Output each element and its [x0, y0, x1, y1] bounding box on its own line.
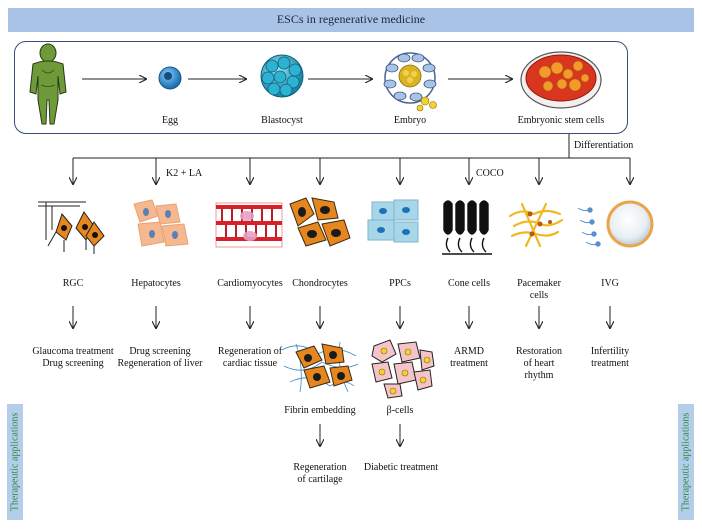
outcome-cartilage-line-2: of cartilage [297, 474, 343, 485]
ivg-icon [577, 200, 654, 248]
stage-label-blastocyst: Blastocyst [261, 115, 303, 126]
outcome-diabetic: Diabetic treatment [363, 462, 439, 473]
human-figure-icon [29, 43, 67, 125]
application-ivg: Infertility treatment [580, 346, 640, 370]
differentiation-label: Differentiation [574, 140, 634, 151]
cardiomyocyte-icon [215, 202, 283, 248]
factor-label-coco: COCO [476, 168, 504, 179]
application-arrows [73, 306, 610, 328]
application-chondrocytes: Fibrin embedding [284, 405, 356, 416]
cell-type-hepatocytes: Hepatocytes [131, 278, 181, 289]
application-cardiomyocytes-line-1: Regeneration of [217, 346, 283, 357]
application-rgc-line-1: Glaucoma treatment [32, 346, 114, 357]
left-side-bar: Therapeutic applications [7, 404, 23, 520]
application-rgc-line-2: Drug screening [42, 358, 104, 369]
outcome-cartilage-line-1: Regeneration [293, 462, 347, 473]
cone-cell-icon [442, 200, 492, 255]
figure-title: ESCs in regenerative medicine [276, 12, 426, 26]
cell-type-ivg: IVG [601, 278, 619, 289]
outcome-cartilage: Regeneration of cartilage [284, 462, 356, 486]
header-bar: ESCs in regenerative medicine [8, 8, 694, 32]
esc-dish-icon [520, 51, 602, 109]
application-pacemaker-line-2: of heart [523, 358, 555, 369]
cell-type-rgc: RGC [62, 278, 84, 289]
pacemaker-cell-icon [508, 202, 564, 248]
application-hepatocytes-line-1: Drug screening [129, 346, 191, 357]
stage-label-esc: Embryonic stem cells [517, 115, 605, 126]
factor-label-k2la: K2 + LA [166, 168, 203, 179]
cell-type-cone-cells: Cone cells [448, 278, 490, 289]
embryo-icon [383, 52, 437, 112]
application-cone-line-2: treatment [450, 358, 488, 369]
application-hepatocytes: Drug screening Regeneration of liver [110, 346, 210, 370]
stage-label-embryo: Embryo [393, 115, 427, 126]
application-cone-line-1: ARMD [453, 346, 484, 357]
branch-arrows [73, 158, 630, 184]
final-arrows [320, 424, 400, 446]
application-pacemaker-line-3: rhythm [524, 370, 554, 381]
pacemaker-line-2: cells [529, 290, 549, 301]
application-ivg-line-2: treatment [591, 358, 629, 369]
fibrin-embedded-chondrocyte-icon [281, 341, 359, 393]
development-stages-box [14, 41, 628, 134]
cell-type-chondrocytes: Chondrocytes [292, 278, 348, 289]
cell-type-cardiomyocytes: Cardiomyocytes [217, 278, 283, 289]
application-pacemaker-line-1: Restoration [515, 346, 563, 357]
cell-type-ppcs: PPCs [389, 278, 411, 289]
application-ivg-line-1: Infertility [590, 346, 630, 357]
application-cone-cells: ARMD treatment [439, 346, 499, 370]
cell-type-pacemaker: Pacemaker cells [509, 278, 569, 302]
ppc-icon [367, 199, 419, 243]
chondrocyte-icon [289, 197, 351, 247]
blastocyst-icon [260, 54, 304, 98]
pacemaker-line-1: Pacemaker [517, 278, 561, 289]
right-side-bar: Therapeutic applications [678, 404, 694, 520]
stage-label-egg: Egg [161, 115, 179, 126]
hepatocyte-icon [133, 199, 189, 247]
application-cardiomyocytes: Regeneration of cardiac tissue [210, 346, 290, 370]
application-hepatocytes-line-2: Regeneration of liver [117, 358, 203, 369]
egg-icon [158, 66, 182, 90]
application-pacemaker: Restoration of heart rhythm [509, 346, 569, 382]
application-cardiomyocytes-line-2: cardiac tissue [222, 358, 278, 369]
application-ppcs: β-cells [386, 405, 414, 416]
rgc-icon [38, 201, 105, 254]
beta-cell-icon [371, 339, 435, 399]
application-rgc: Glaucoma treatment Drug screening [16, 346, 130, 370]
